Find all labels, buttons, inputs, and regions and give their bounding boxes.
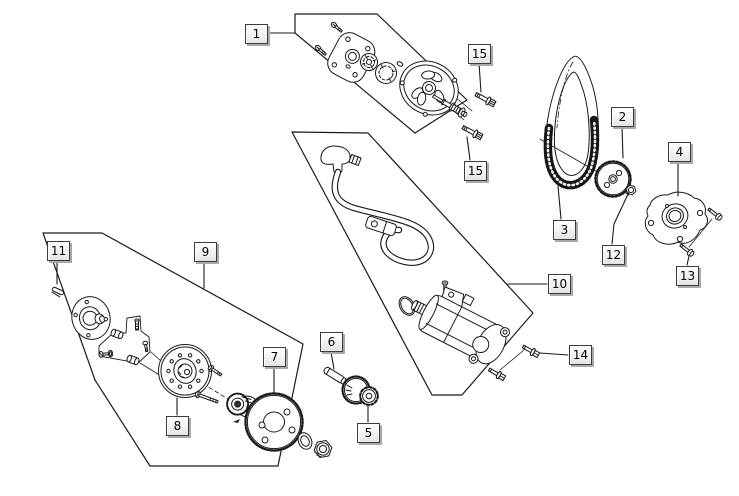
callout-3-4[interactable]: 3 xyxy=(553,220,576,240)
callout-leader-12-5 xyxy=(611,191,630,245)
bushing-b xyxy=(126,354,140,366)
callout-1-0[interactable]: 1 xyxy=(245,24,268,44)
bolt-15-upper xyxy=(474,92,497,108)
cover-screws xyxy=(679,207,723,257)
timing-chain xyxy=(543,55,600,190)
hex-nut xyxy=(313,440,333,458)
pump-shaft xyxy=(431,94,468,118)
small-screw xyxy=(142,340,149,353)
callout-8-12[interactable]: 8 xyxy=(166,416,189,436)
one-way-clutch xyxy=(226,392,259,423)
rotor-screws xyxy=(194,365,223,404)
callout-leader-6-14 xyxy=(330,351,335,370)
idler-gear xyxy=(341,375,379,406)
idler-pin xyxy=(323,366,347,385)
callout-11-11[interactable]: 11 xyxy=(47,241,70,261)
starter-motor xyxy=(411,286,510,365)
callout-leader-14-9 xyxy=(539,352,569,356)
bushing-a xyxy=(110,328,124,340)
stud xyxy=(134,318,140,331)
pump-mount-flange xyxy=(327,32,376,83)
driven-gear xyxy=(244,392,304,452)
callout-10-8[interactable]: 10 xyxy=(548,274,571,294)
callout-6-14[interactable]: 6 xyxy=(320,332,343,352)
motor-bolts xyxy=(487,344,541,382)
cable-terminal xyxy=(365,215,397,237)
callout-13-7[interactable]: 13 xyxy=(676,266,699,286)
callout-7-13[interactable]: 7 xyxy=(263,347,286,367)
callout-2-3[interactable]: 2 xyxy=(611,107,634,127)
oil-pump-group-outline xyxy=(294,13,468,134)
direction-arrow xyxy=(233,419,240,423)
bolt-15-lower xyxy=(461,125,484,141)
washer xyxy=(297,432,313,450)
callout-12-5[interactable]: 12 xyxy=(602,245,625,265)
callout-15-1[interactable]: 15 xyxy=(468,44,491,64)
pump-screw-a xyxy=(330,21,343,33)
cover-plate xyxy=(644,191,708,245)
woodruff-key xyxy=(51,286,65,298)
stator-plate xyxy=(71,296,111,340)
pump-screw-b xyxy=(314,44,327,56)
flywheel-group-outline xyxy=(42,232,304,467)
roller-parts xyxy=(98,318,149,366)
screw-with-washer xyxy=(98,349,114,358)
pump-outer-rotor xyxy=(375,62,397,84)
callout-leader-lines xyxy=(56,32,690,423)
callout-leader-13-7 xyxy=(686,255,690,266)
callout-leader-15-1 xyxy=(478,62,482,93)
callout-9-10[interactable]: 9 xyxy=(194,242,217,262)
callout-15-2[interactable]: 15 xyxy=(464,161,487,181)
oil-pump-assembly xyxy=(314,21,468,118)
callout-14-9[interactable]: 14 xyxy=(569,345,592,365)
starter-cable xyxy=(320,145,434,267)
sprocket xyxy=(594,160,632,198)
callout-5-15[interactable]: 5 xyxy=(357,423,380,443)
pump-pin xyxy=(396,61,404,67)
callout-4-6[interactable]: 4 xyxy=(668,142,691,162)
callout-leader-2-3 xyxy=(621,126,624,159)
callout-leader-3-4 xyxy=(557,185,562,220)
callout-leader-15-2 xyxy=(466,136,471,161)
flywheel-rotor xyxy=(158,344,212,398)
pump-inner-rotor xyxy=(360,53,378,71)
